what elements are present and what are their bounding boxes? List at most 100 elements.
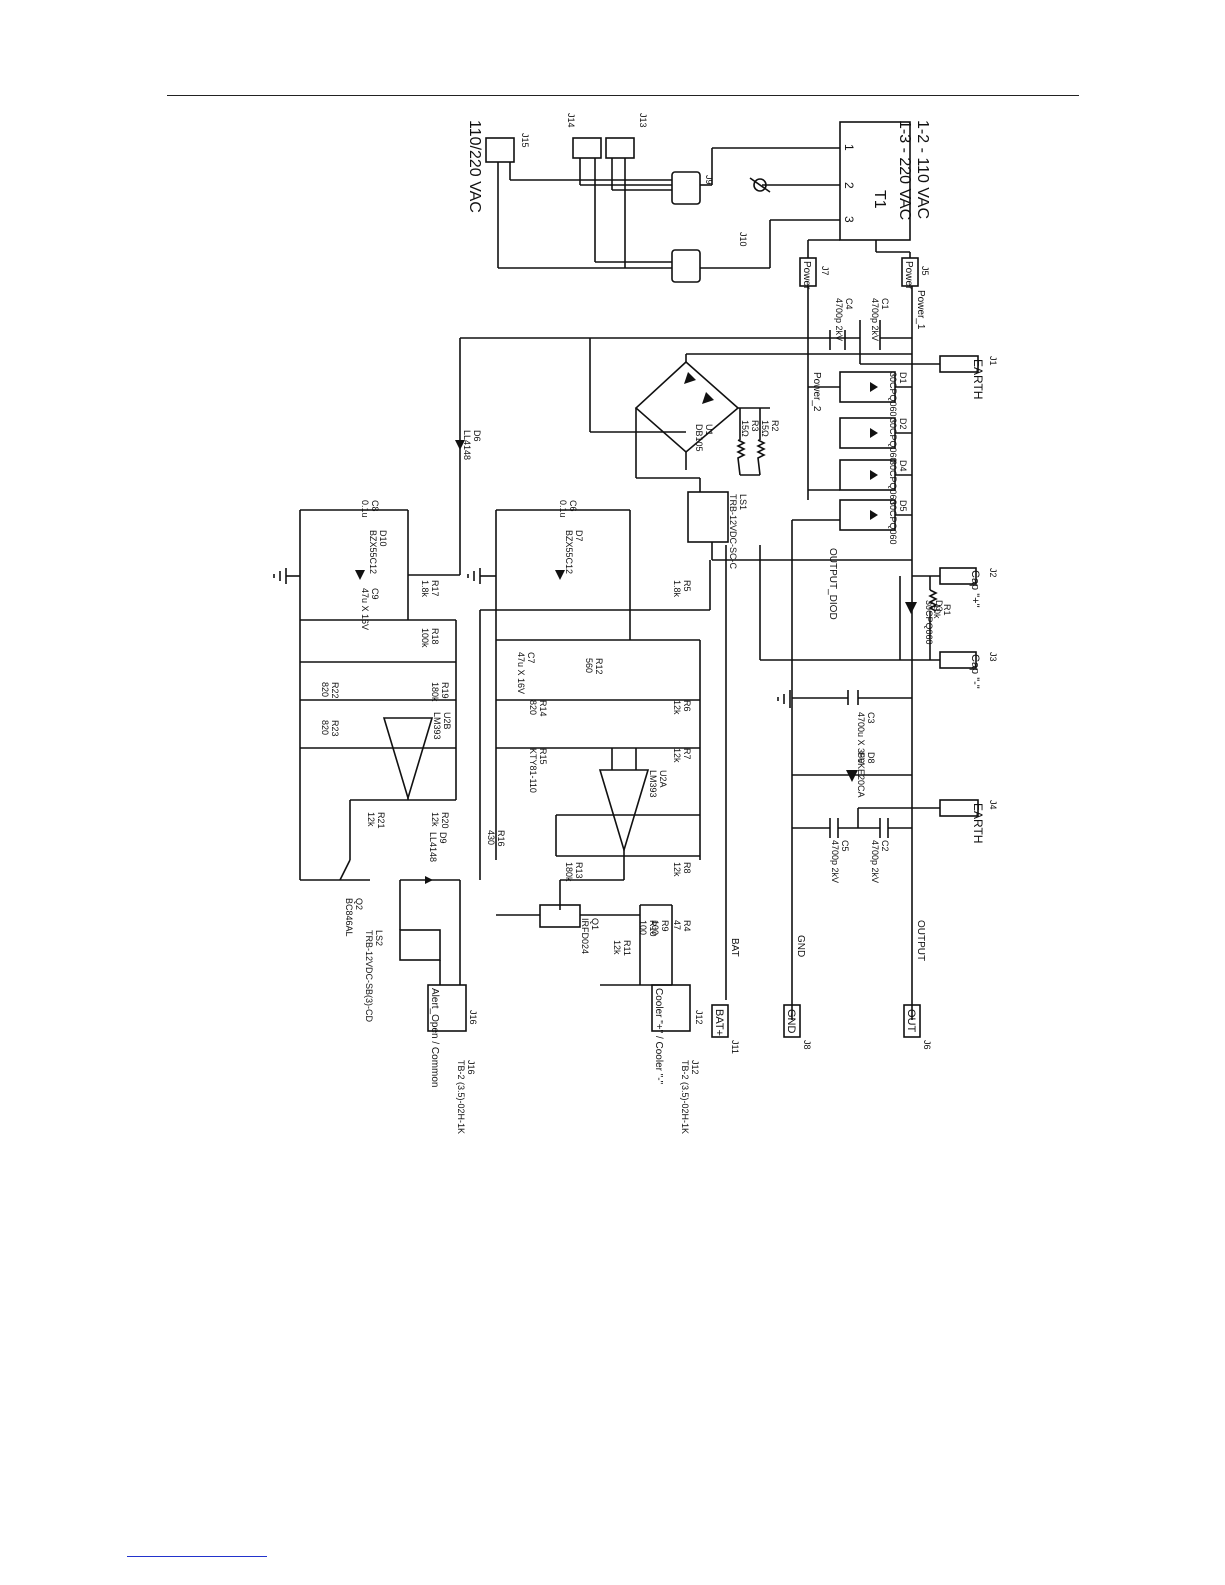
connector-ref-j7: J7 xyxy=(820,266,830,276)
component-label-q2: Q2BC846AL xyxy=(344,898,364,937)
j16-label: Alert_Open / Common xyxy=(429,988,440,1088)
component-label-r12: R12560 xyxy=(584,658,604,675)
component-label-r6: R612k xyxy=(672,700,692,715)
j1-label: EARTH xyxy=(971,359,985,399)
transformer-pin-2: 2 xyxy=(842,182,856,189)
connector-ref-j11: J11 xyxy=(730,1040,740,1054)
component-label-d4: D430CPQ060 xyxy=(888,460,908,505)
connector-ref-j3: J3 xyxy=(988,652,998,662)
component-label-r16: R16430 xyxy=(486,830,506,847)
j5-label: Power xyxy=(903,261,914,290)
connector-ref-j9: J9 xyxy=(704,175,714,185)
net-output: OUTPUT xyxy=(915,920,926,961)
component-label-u2b: U2BLM393 xyxy=(432,712,452,740)
component-label-d5: D530CPQ060 xyxy=(888,500,908,545)
connector-j14 xyxy=(572,137,602,159)
transformer-t1-body xyxy=(839,121,911,241)
component-label-r4: R447 xyxy=(672,920,692,932)
component-label-u1: U1DB105 xyxy=(694,424,714,452)
mains-label: 110/220 VAC xyxy=(466,120,483,213)
component-label-c5: C54700p 2kV xyxy=(830,840,850,883)
component-label-r10: R10100 xyxy=(638,920,658,937)
diode-d6 xyxy=(455,440,465,450)
net-bat: BAT xyxy=(729,938,740,957)
component-label-d3: D330CPQ060 xyxy=(924,600,944,645)
connector-j6 xyxy=(903,1004,921,1038)
tvs-d8 xyxy=(846,770,858,782)
j4-label: EARTH xyxy=(971,803,985,843)
component-label-r13: R13180k xyxy=(564,862,584,882)
transformer-note-2: 1-3 - 220 VAC xyxy=(896,120,913,220)
component-label-c2: C24700p 2kV xyxy=(870,840,890,883)
j7-label: Power xyxy=(801,261,812,290)
component-label-d7: D7BZX55C12 xyxy=(564,530,584,574)
component-label-c3: C34700u X 35V xyxy=(856,712,876,764)
j6-label: OUT xyxy=(905,1009,917,1033)
connector-j11 xyxy=(711,1004,729,1038)
component-label-r14: R14820 xyxy=(528,700,548,717)
diode-d2 xyxy=(839,417,896,449)
opamp-u2b xyxy=(382,717,434,801)
net-power-2: Power_2 xyxy=(811,372,822,412)
relay-ls1 xyxy=(687,491,729,543)
component-label-c4: C44700p 2kV xyxy=(834,298,854,341)
component-label-r11: R1112k xyxy=(612,940,632,956)
component-label-r3: R315Ω xyxy=(740,420,760,437)
diode-d1 xyxy=(839,371,896,403)
header-rule xyxy=(167,95,1079,96)
connector-ref-j1: J1 xyxy=(988,356,998,366)
component-label-d8: D8P6KE20CA xyxy=(856,752,876,798)
component-label-d9: D9LL4148 xyxy=(428,832,448,862)
component-label-c9: C947u X 16V xyxy=(360,588,380,630)
net-power-1: Power_1 xyxy=(915,290,926,330)
component-label-r18: R18100k xyxy=(420,628,440,648)
component-label-r2: R215Ω xyxy=(760,420,780,437)
footer-rule xyxy=(127,1556,267,1557)
net-gnd: GND xyxy=(795,935,806,957)
component-label-d6: D6LL4148 xyxy=(462,430,482,460)
component-label-d10: D10BZX55C12 xyxy=(368,530,388,574)
opamp-u2a xyxy=(598,769,650,853)
component-label-j12: J12TB-2 (3.5)-02H-1K xyxy=(680,1060,700,1134)
component-label-d2: D230CPQ060 xyxy=(888,418,908,463)
connector-ref-j16: J16 xyxy=(468,1010,478,1025)
j11-label: BAT+ xyxy=(713,1009,725,1036)
connector-ref-j5: J5 xyxy=(920,266,930,276)
connector-j13 xyxy=(605,137,635,159)
connector-j12 xyxy=(651,984,691,1032)
component-label-r7: R712k xyxy=(672,748,692,763)
component-label-r15: R15KTY81-110 xyxy=(528,748,548,793)
transformer-note-1: 1-2 - 110 VAC xyxy=(914,120,931,219)
relay-ls2 xyxy=(399,929,441,961)
j2-label: Cap "+" xyxy=(969,570,981,608)
diode-d3 xyxy=(905,602,917,614)
component-label-r23: R23820 xyxy=(320,720,340,737)
component-label-u2a: U2ALM393 xyxy=(648,770,668,798)
component-label-r22: R22820 xyxy=(320,682,340,699)
component-label-r1: R110k xyxy=(932,604,952,619)
connector-ref-j12: J12 xyxy=(694,1010,704,1025)
connector-ref-j13: J13 xyxy=(638,113,648,128)
connector-ref-j4: J4 xyxy=(988,800,998,810)
connector-ref-j15: J15 xyxy=(520,133,530,148)
component-label-ls2: LS2TRB-12VDC-SB(3)-CD xyxy=(364,930,384,1023)
connector-ref-j6: J6 xyxy=(922,1040,932,1050)
diode-d9 xyxy=(425,876,433,884)
component-label-r5: R51.8k xyxy=(672,580,692,598)
connector-j4 xyxy=(939,799,979,817)
connector-j10 xyxy=(671,249,701,283)
connector-j16 xyxy=(427,984,467,1032)
component-label-r9: R9100 xyxy=(650,920,670,935)
component-label-c6: C60.1u xyxy=(558,500,578,518)
component-label-r20: R2012k xyxy=(430,812,450,829)
component-label-r8: R812k xyxy=(672,862,692,877)
connector-j15 xyxy=(485,137,515,163)
connector-j9 xyxy=(671,171,701,205)
j3-label: Cap "-" xyxy=(969,654,981,689)
mosfet-q1 xyxy=(539,904,581,928)
connector-j8 xyxy=(783,1004,801,1038)
zener-d7 xyxy=(555,570,565,580)
transformer-ref: T1 xyxy=(871,190,888,209)
diode-d5 xyxy=(839,499,896,531)
